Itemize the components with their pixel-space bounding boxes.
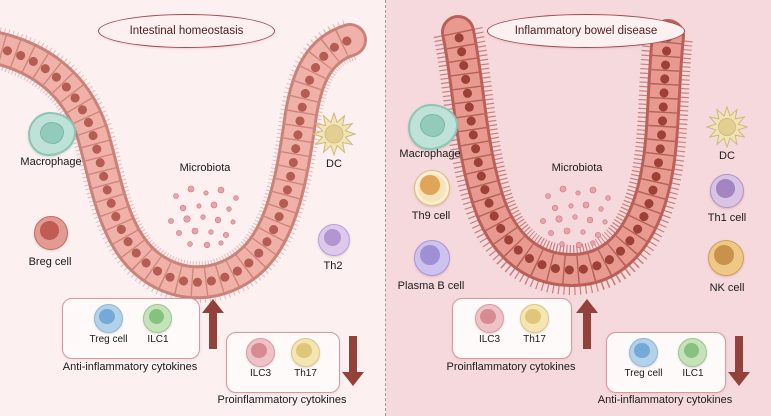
proinflammatory-box-left: ILC3 Th17 — [226, 332, 340, 393]
ilc1-cell-icon — [143, 304, 173, 333]
ilc1-cell-item-right: ILC1 — [678, 338, 708, 392]
ilc3-cell-label-right: ILC3 — [478, 334, 501, 345]
right-epithelium-crypt — [433, 15, 693, 296]
ilc1-cell-item: ILC1 — [143, 304, 173, 358]
th2-label: Th2 — [323, 260, 343, 272]
ilc3-cell-item: ILC3 — [246, 338, 275, 392]
th9-cell-icon — [414, 170, 450, 206]
dc-label: DC — [326, 158, 342, 170]
treg-cell-item: Treg cell — [89, 304, 128, 358]
proinflammatory-box-right: ILC3 Th17 — [452, 298, 572, 359]
plasma-b-cell-icon — [414, 240, 450, 276]
th1-cell-icon — [710, 174, 744, 208]
anti-inflammatory-box-left: Treg cell ILC1 — [62, 298, 200, 359]
treg-cell-label: Treg cell — [89, 334, 128, 345]
ilc3-cell-label: ILC3 — [249, 368, 272, 379]
th1-cell-label: Th1 cell — [707, 212, 747, 224]
up-arrow-icon — [202, 299, 224, 351]
microbiota-dots-left — [168, 185, 239, 249]
ilc1-cell-label: ILC1 — [147, 334, 169, 345]
breg-cell-label: Breg cell — [28, 256, 72, 268]
plasma-b-cell-label: Plasma B cell — [397, 280, 465, 292]
ilc3-cell-item-right: ILC3 — [475, 304, 504, 358]
anti-inflammatory-box-right: Treg cell ILC1 — [606, 332, 726, 393]
macrophage-icon-right — [408, 104, 458, 150]
th17-cell-item: Th17 — [291, 338, 320, 392]
th17-cell-icon — [291, 338, 320, 367]
anti-inflammatory-caption-left: Anti-inflammatory cytokines — [62, 361, 198, 373]
dc-label-right: DC — [719, 150, 735, 162]
up-arrow-icon-right — [576, 299, 598, 351]
microbiota-dots-right — [540, 185, 611, 249]
down-arrow-icon-right — [728, 334, 750, 386]
th9-cell-label: Th9 cell — [411, 210, 451, 222]
breg-cell-icon — [34, 216, 68, 250]
th2-cell-icon — [318, 224, 350, 256]
down-arrow-icon — [342, 334, 364, 386]
ilc1-cell-label-right: ILC1 — [682, 368, 704, 379]
nk-cell-label: NK cell — [709, 282, 745, 294]
macrophage-label-right: Macrophage — [399, 148, 461, 160]
microbiota-label: Microbiota — [179, 162, 231, 174]
macrophage-icon — [28, 112, 76, 156]
microbiota-label-right: Microbiota — [551, 162, 603, 174]
nk-cell-icon — [708, 240, 744, 276]
dendritic-cell-icon — [312, 112, 356, 156]
th17-cell-item-right: Th17 — [520, 304, 549, 358]
left-epithelium-crypt — [0, 19, 367, 304]
treg-cell-item-right: Treg cell — [624, 338, 663, 392]
macrophage-nucleus — [39, 122, 64, 144]
proinflammatory-caption-left: Proinflammatory cytokines — [217, 394, 347, 406]
th17-cell-icon-right — [520, 304, 549, 333]
treg-cell-label-right: Treg cell — [624, 368, 663, 379]
treg-cell-icon — [93, 304, 123, 333]
anti-inflammatory-caption-right: Anti-inflammatory cytokines — [597, 394, 733, 406]
ilc3-cell-icon — [246, 338, 275, 367]
ilc1-cell-icon-right — [678, 338, 708, 367]
proinflammatory-caption-right: Proinflammatory cytokines — [446, 361, 576, 373]
dendritic-cell-icon-right — [706, 106, 748, 148]
macrophage-label: Macrophage — [20, 156, 82, 168]
left-panel-title: Intestinal homeostasis — [98, 14, 275, 48]
right-panel-title: Inflammatory bowel disease — [487, 14, 685, 48]
panel-divider-dashed-line — [385, 0, 386, 416]
th17-cell-label-right: Th17 — [523, 334, 546, 345]
th17-cell-label: Th17 — [294, 368, 317, 379]
treg-cell-icon-right — [628, 338, 658, 367]
ilc3-cell-icon-right — [475, 304, 504, 333]
